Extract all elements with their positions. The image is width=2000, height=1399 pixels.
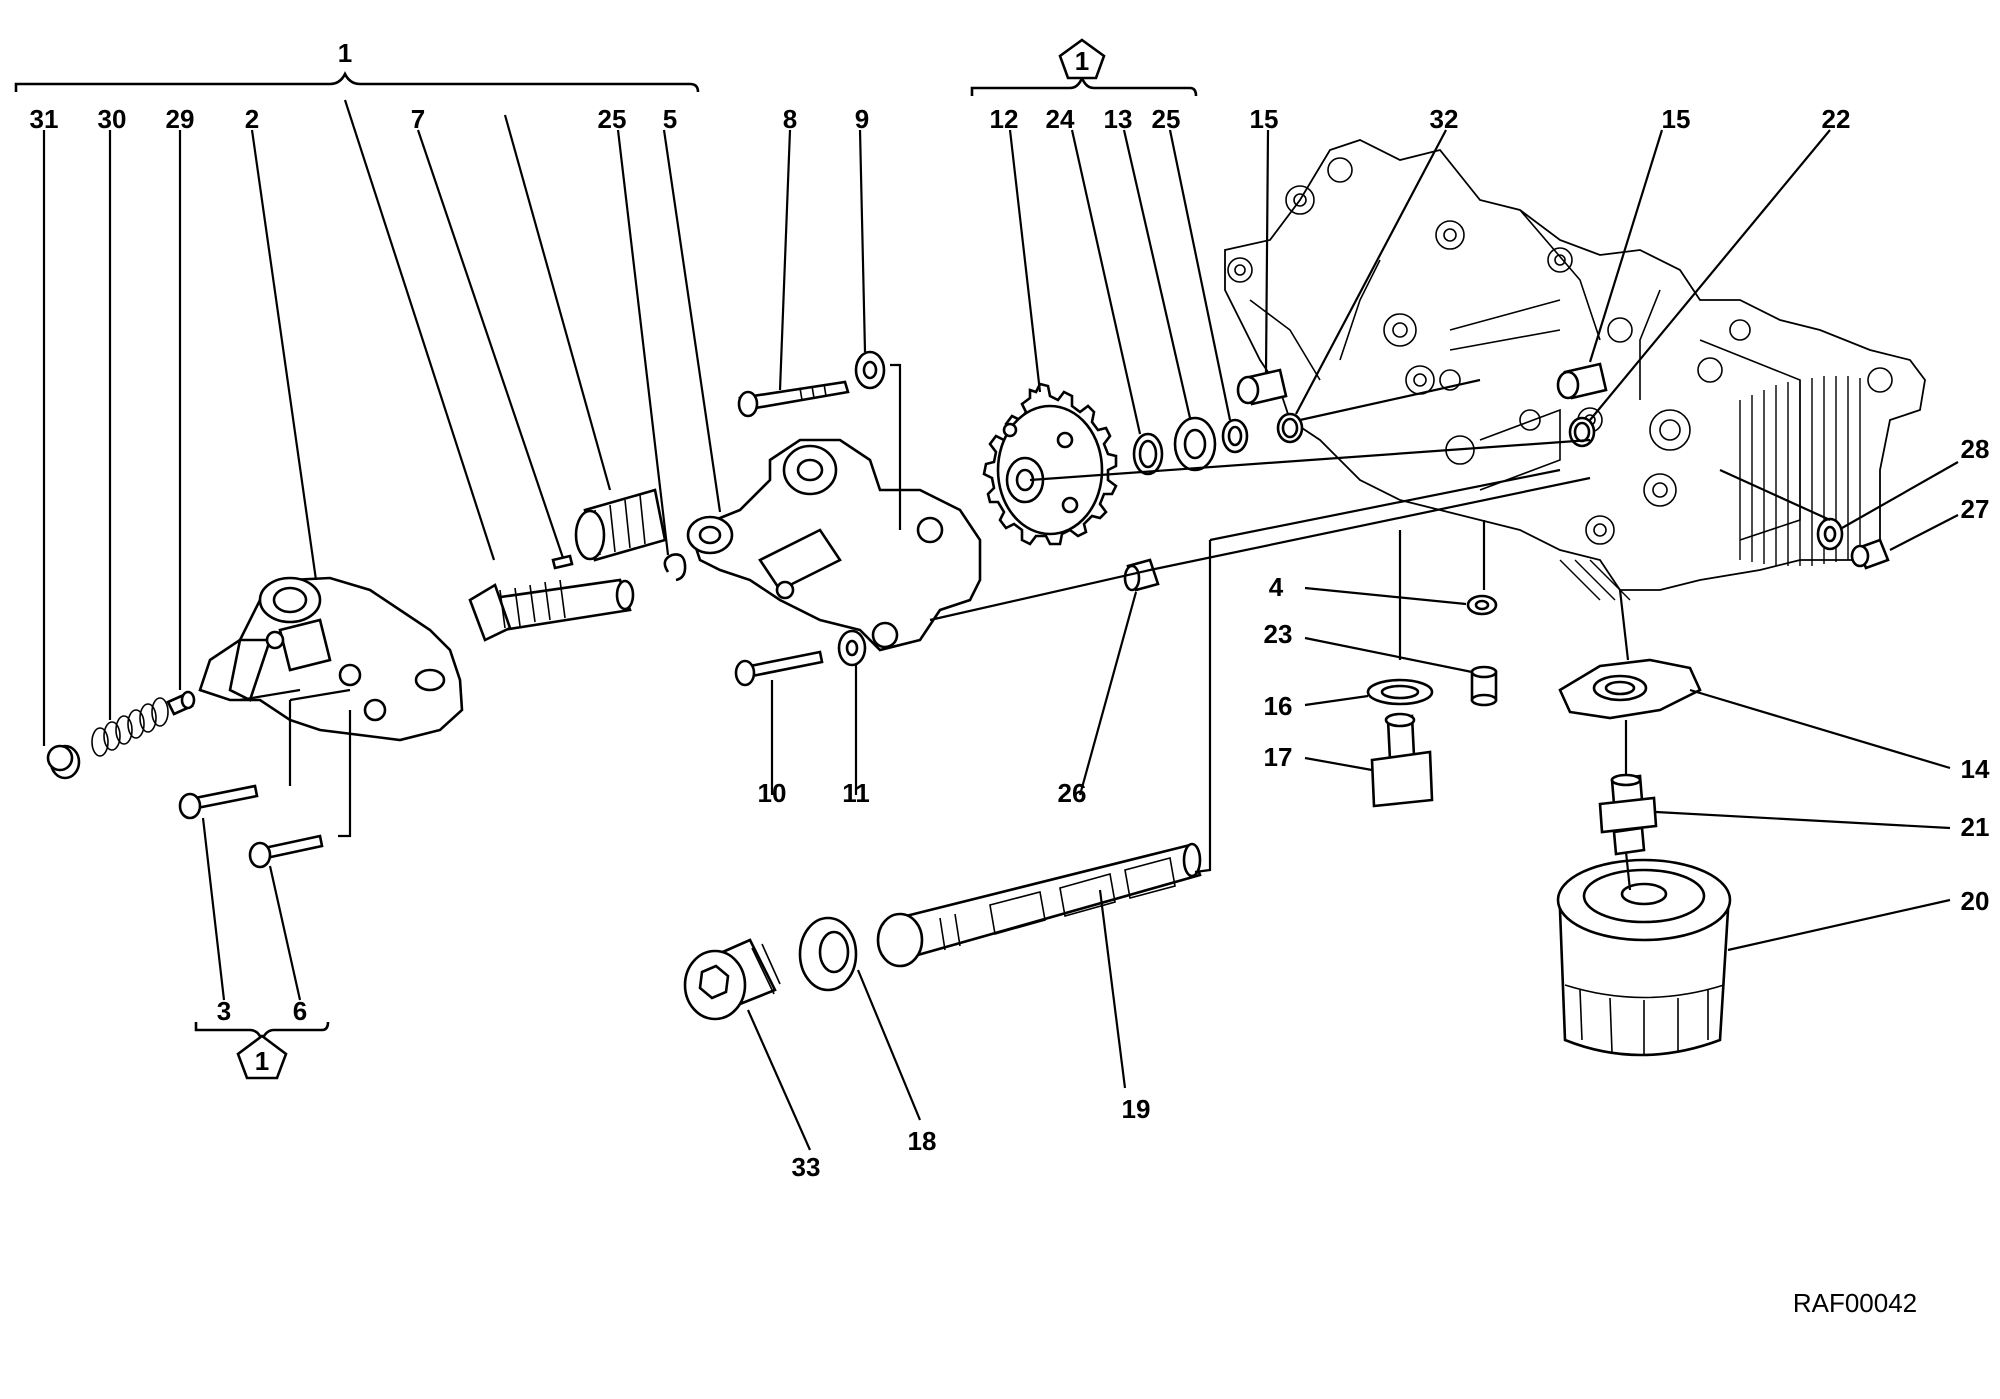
callout-28: 28 xyxy=(1961,434,1990,464)
callout-21: 21 xyxy=(1961,812,1990,842)
group-sub-label-3: 3 xyxy=(217,996,231,1026)
group-sub-label-6: 6 xyxy=(293,996,307,1026)
callout-18: 18 xyxy=(908,1126,937,1156)
o-ring-32 xyxy=(1276,412,1304,444)
bush-15-left xyxy=(1236,368,1288,406)
callout-4: 4 xyxy=(1269,572,1284,602)
sensor-17 xyxy=(1370,712,1434,808)
bracket-top-center: 1 xyxy=(970,38,1198,97)
callout-9: 9 xyxy=(855,104,869,134)
seal-16 xyxy=(1366,678,1434,706)
bearing-13 xyxy=(1173,416,1217,472)
bolt-lower xyxy=(734,650,824,687)
washer-28 xyxy=(1816,517,1844,551)
callout-22: 22 xyxy=(1822,104,1851,134)
circlip-25 xyxy=(1221,418,1249,454)
engine-crankcase xyxy=(1224,139,1926,601)
drain-plug-33 xyxy=(683,938,781,1021)
oil-pump-cover xyxy=(686,438,982,652)
callout-33: 33 xyxy=(792,1152,821,1182)
oil-strainer-19 xyxy=(876,842,1202,968)
nipple-21 xyxy=(1598,773,1658,856)
bracket-bottom-left: 3 6 1 xyxy=(194,996,330,1080)
diagram-reference-code: RAF00042 xyxy=(1793,1288,1917,1318)
washer-upper xyxy=(854,350,886,390)
ring-24 xyxy=(1132,432,1164,476)
leader-lines xyxy=(42,99,1959,1151)
washer-lower xyxy=(837,629,867,667)
callout-17: 17 xyxy=(1264,742,1293,772)
callout-25-right: 25 xyxy=(1152,104,1181,134)
callout-24: 24 xyxy=(1046,104,1075,134)
pentagon-label-top: 1 xyxy=(1075,46,1089,76)
oil-filter-20 xyxy=(1556,858,1732,1057)
callout-12: 12 xyxy=(990,104,1019,134)
callout-10: 10 xyxy=(758,778,787,808)
callout-31: 31 xyxy=(30,104,59,134)
bolt-6 xyxy=(248,834,324,869)
callout-29: 29 xyxy=(166,104,195,134)
callout-27: 27 xyxy=(1961,494,1990,524)
pump-driven-gear-shaft xyxy=(468,578,635,642)
relief-valve-spring xyxy=(91,697,169,757)
callout-13: 13 xyxy=(1104,104,1133,134)
pentagon-marker-bottom: 1 xyxy=(236,1034,288,1080)
pump-driven-gear-large xyxy=(982,382,1118,546)
washer-4 xyxy=(1466,594,1498,616)
adapter-plate-14 xyxy=(1558,658,1702,720)
gear-key xyxy=(551,554,574,570)
callout-26: 26 xyxy=(1058,778,1087,808)
o-ring-22 xyxy=(1568,416,1596,448)
callout-25-left: 25 xyxy=(598,104,627,134)
bolt-upper xyxy=(737,380,850,418)
oil-pump-body xyxy=(198,576,464,742)
pump-drive-gear xyxy=(574,488,667,562)
callout-20: 20 xyxy=(1961,886,1990,916)
seal-18 xyxy=(798,916,858,992)
group-label-top-left: 1 xyxy=(338,38,352,68)
callout-30: 30 xyxy=(98,104,127,134)
callout-2: 2 xyxy=(245,104,259,134)
callout-16: 16 xyxy=(1264,691,1293,721)
pin-26 xyxy=(1123,558,1160,592)
callout-7: 7 xyxy=(411,104,425,134)
callout-23: 23 xyxy=(1264,619,1293,649)
callout-5: 5 xyxy=(663,104,677,134)
pentagon-label-bottom: 1 xyxy=(255,1046,269,1076)
callout-15-left: 15 xyxy=(1250,104,1279,134)
relief-valve-piston xyxy=(166,690,196,716)
callout-15-right: 15 xyxy=(1662,104,1691,134)
callout-labels: 31 30 29 2 7 25 5 8 9 12 24 13 25 15 32 … xyxy=(30,104,1990,1182)
bolt-3 xyxy=(178,784,259,820)
bracket-top-left: 1 xyxy=(14,38,700,93)
bush-15-right xyxy=(1556,362,1608,400)
plug-27 xyxy=(1850,538,1890,570)
callout-32: 32 xyxy=(1430,104,1459,134)
relief-valve-plug xyxy=(46,744,81,780)
callout-11: 11 xyxy=(842,778,870,808)
callout-14: 14 xyxy=(1961,754,1990,784)
screw-23 xyxy=(1470,665,1498,707)
pentagon-marker-top: 1 xyxy=(1058,38,1106,80)
callout-8: 8 xyxy=(783,104,797,134)
callout-19: 19 xyxy=(1122,1094,1151,1124)
circlip-small xyxy=(663,553,687,582)
